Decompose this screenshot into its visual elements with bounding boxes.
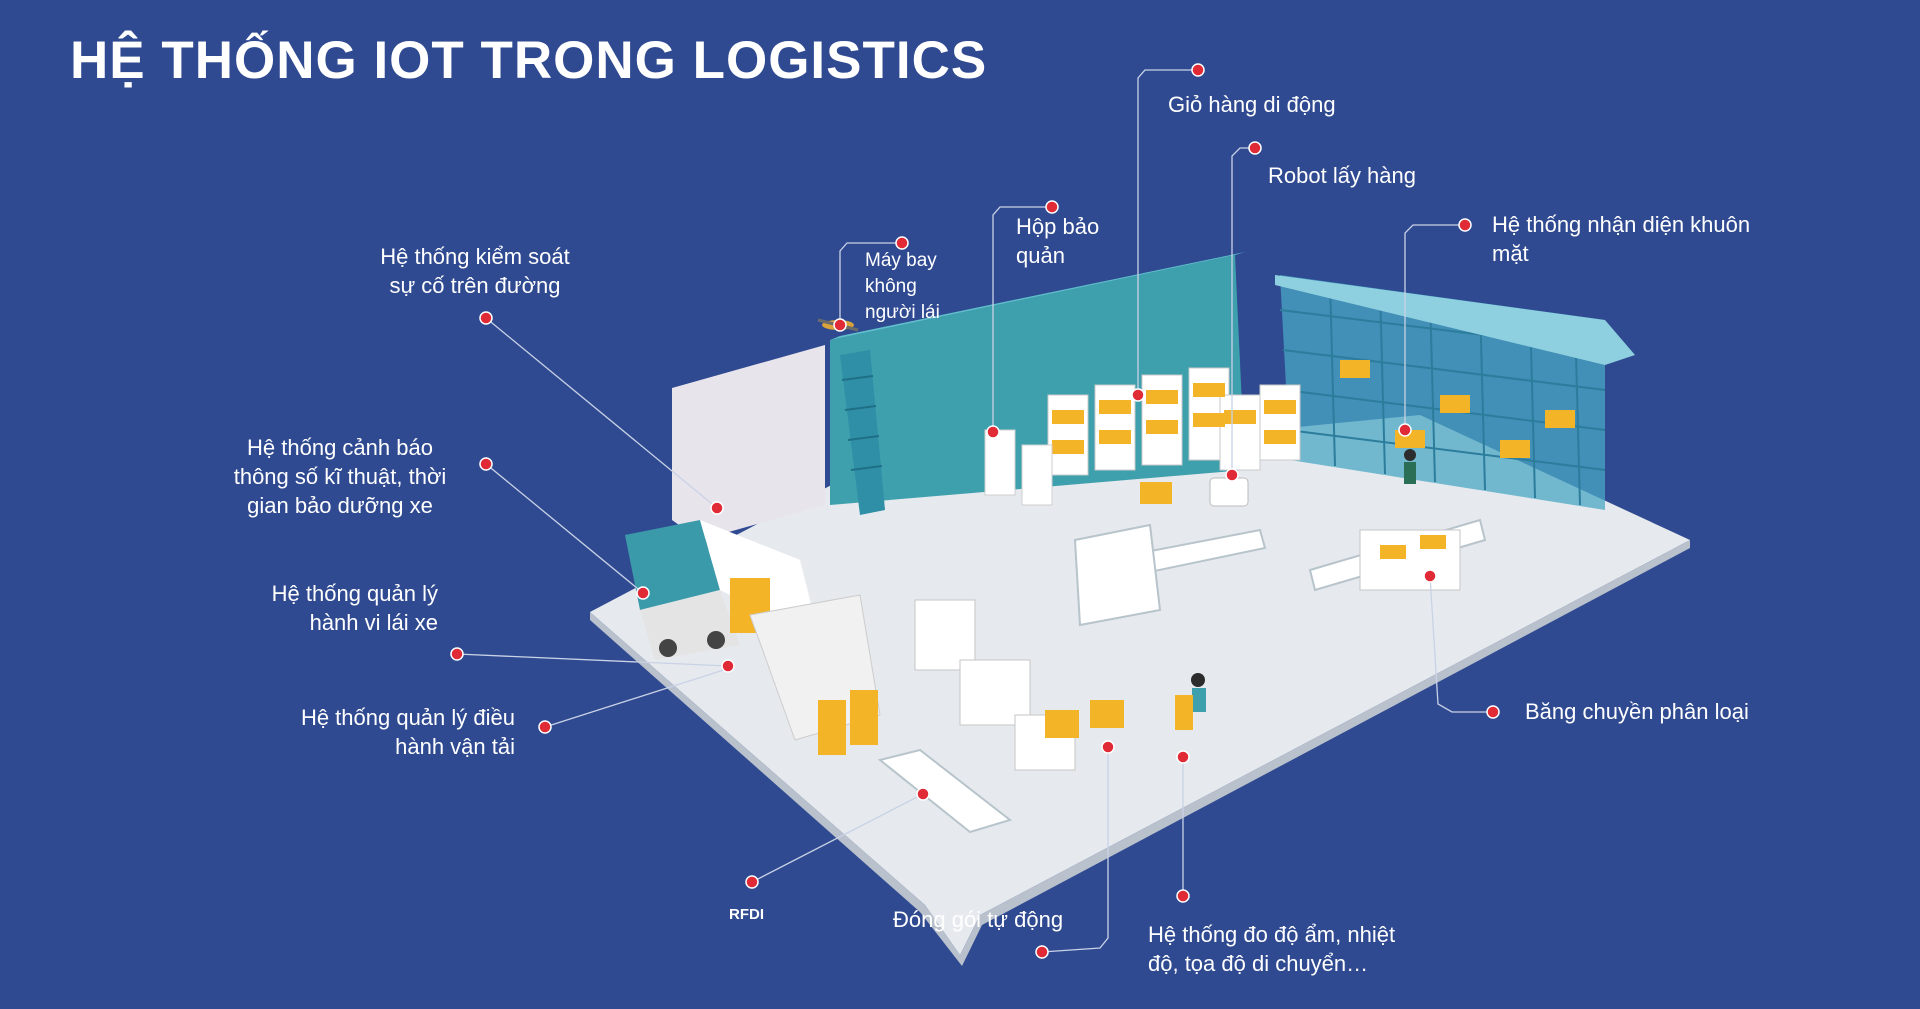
label-rfdi: RFDI <box>729 906 764 923</box>
marker-do-am <box>1176 889 1190 903</box>
marker-bang-chuyen <box>1486 705 1500 719</box>
label-quan-ly-lai-xe: Hệ thống quản lý hành vi lái xe <box>271 581 438 635</box>
marker-dong-goi-target <box>1101 740 1115 754</box>
packed-crates <box>1045 535 1446 738</box>
markers <box>450 63 1500 959</box>
marker-kiem-soat <box>479 311 493 325</box>
marker-do-am-target <box>1176 750 1190 764</box>
marker-canh-bao-target <box>636 586 650 600</box>
racking-roof <box>1275 275 1635 365</box>
marker-nhan-dien <box>1458 218 1472 232</box>
label-do-am: Hệ thống đo độ ẩm, nhiệt độ, tọa độ di c… <box>1148 922 1396 976</box>
marker-nhan-dien-target <box>1398 423 1412 437</box>
scanning-gate <box>749 594 881 755</box>
storage-boxes <box>984 429 1053 506</box>
marker-lai-xe-target <box>721 659 735 673</box>
marker-robot <box>1248 141 1262 155</box>
mobile-carts <box>1047 367 1301 476</box>
floor-front-edge <box>590 540 1690 966</box>
label-nhan-dien: Hệ thống nhận diện khuôn mặt <box>1492 212 1751 266</box>
label-robot: Robot lấy hàng <box>1268 163 1416 188</box>
back-wall-top <box>830 252 1245 340</box>
marker-hop <box>1045 200 1059 214</box>
label-dong-goi: Đóng gói tự động <box>893 907 1064 932</box>
label-hop-bao-quan: Hộp bảo quản <box>1016 214 1100 268</box>
rack-crates <box>1340 360 1575 458</box>
back-wall <box>830 255 1245 505</box>
marker-bang-chuyen-target <box>1423 569 1437 583</box>
label-gio-hang: Giỏ hàng di động <box>1168 92 1336 117</box>
page-title: HỆ THỐNG IOT TRONG LOGISTICS <box>70 31 988 90</box>
drone-tower <box>840 350 885 515</box>
marker-lai-xe <box>450 647 464 661</box>
worker <box>1175 673 1206 730</box>
label-bang-chuyen: Băng chuyền phân loại <box>1525 699 1749 724</box>
marker-may-bay <box>895 236 909 250</box>
label-kiem-soat: Hệ thống kiểm soát sự cố trên đường <box>380 244 570 298</box>
marker-van-tai <box>538 720 552 734</box>
marker-robot-target <box>1225 468 1239 482</box>
marker-dong-goi <box>1035 945 1049 959</box>
marker-hop-target <box>986 425 1000 439</box>
left-wall <box>672 345 825 540</box>
marker-gio-hang <box>1191 63 1205 77</box>
label-van-tai: Hệ thống quản lý điều hành vận tải <box>300 705 515 759</box>
marker-rfdi <box>745 875 759 889</box>
label-may-bay: Máy bay không người lái <box>865 250 940 323</box>
label-canh-bao: Hệ thống cảnh báo thông số kĩ thuật, thờ… <box>233 435 447 518</box>
marker-rfdi-target <box>916 787 930 801</box>
marker-canh-bao <box>479 457 493 471</box>
marker-kiem-soat-target <box>710 501 724 515</box>
worker-rack <box>1404 449 1416 484</box>
leader-lines <box>456 69 1493 953</box>
picking-robot <box>1140 477 1249 507</box>
marker-may-bay-target <box>833 318 847 332</box>
marker-gio-hang-target <box>1131 388 1145 402</box>
